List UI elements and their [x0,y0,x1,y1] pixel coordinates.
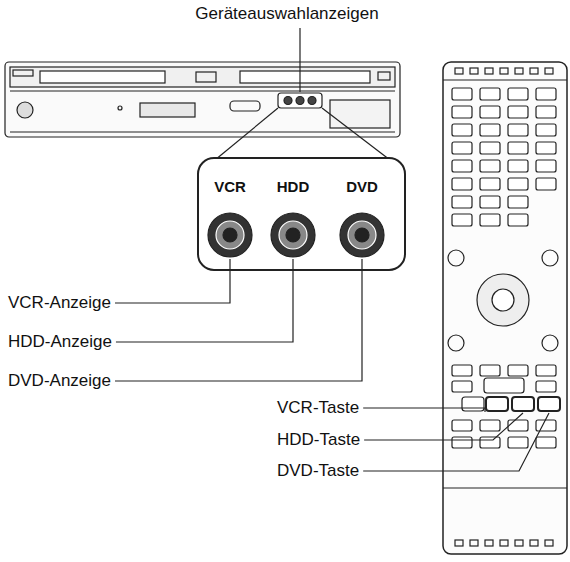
vcr-slot [40,71,165,83]
indicator-box [278,93,322,108]
hdd-button [512,397,534,411]
zoom-panel [198,158,405,270]
lamp-name: HDD [277,177,310,197]
dvd-button [538,397,560,411]
vcr-button [486,397,508,411]
callout-label: VCR-Taste [277,398,359,418]
callout-label: DVD-Anzeige [8,371,111,391]
leader-line [115,259,362,381]
callout-label: HDD-Taste [277,430,360,450]
leader-line [363,413,549,471]
callout-label: VCR-Anzeige [8,293,111,313]
callout-title: Geräteauswahlanzeigen [195,4,378,24]
callout-label: HDD-Anzeige [8,332,112,352]
dvd-tray [240,71,370,83]
leader-line [299,28,300,92]
leader-line [115,259,230,303]
leader-line [363,408,485,412]
leader-line [116,259,293,342]
remote-dpad [477,274,529,326]
indicator-lamps [208,213,384,257]
callout-label: DVD-Taste [277,461,359,481]
recorder-body [5,62,400,137]
leader-line [364,413,523,440]
lamp-name: VCR [214,177,246,197]
lamp-name: DVD [346,177,378,197]
remote-control [443,62,567,554]
